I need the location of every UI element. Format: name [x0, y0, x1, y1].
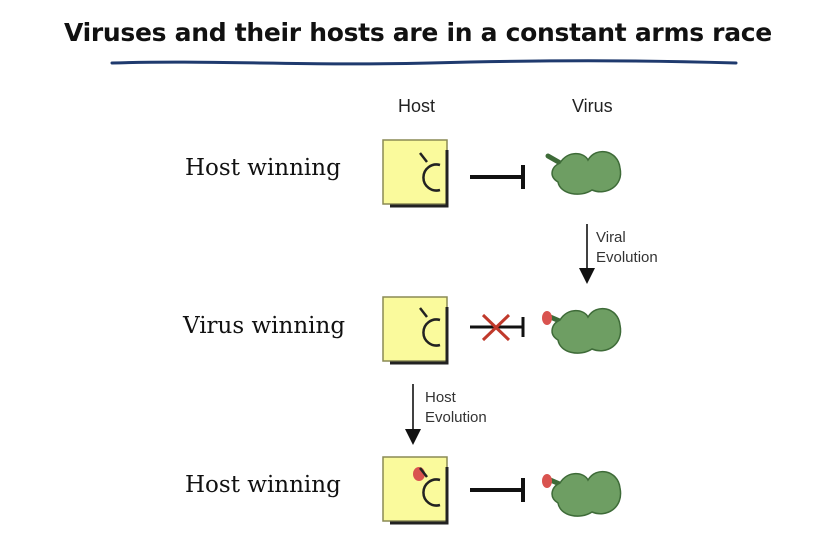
title-underline: [110, 59, 738, 66]
row-3-inhibition-arrow: [470, 478, 525, 502]
row-1-virus: [545, 150, 622, 195]
viral-evolution-line1: Viral: [596, 229, 626, 246]
page-title: Viruses and their hosts are in a constan…: [64, 18, 772, 47]
row-2-label: Virus winning: [183, 313, 346, 339]
row-2-host-cell: [382, 296, 449, 365]
row-2-failed-inhibition: [470, 313, 525, 342]
column-label-virus: Virus: [572, 96, 613, 116]
cross-icon: [481, 313, 511, 342]
row-1-host-receptor: [419, 152, 441, 192]
row-3-virus-mutation: [542, 474, 552, 488]
row-1-host-cell: [382, 139, 449, 208]
row-3-host-receptor: [413, 467, 441, 507]
row-2-virus-mutation: [542, 311, 552, 325]
host-evolution-line1: Host: [425, 389, 456, 406]
row-1-label: Host winning: [185, 155, 341, 181]
row-3-virus: [542, 470, 622, 517]
viral-evolution-line2: Evolution: [596, 249, 658, 266]
viral-evolution-label: Viral Evolution: [596, 228, 658, 268]
row-3-label: Host winning: [185, 472, 341, 498]
row-1-inhibition-arrow: [470, 165, 525, 189]
column-label-host: Host: [398, 96, 436, 116]
host-evolution-line2: Evolution: [425, 409, 487, 426]
row-2-host-receptor: [419, 307, 441, 347]
host-evolution-label: Host Evolution: [425, 388, 487, 428]
row-3-host-cell: [382, 456, 449, 525]
row-2-virus: [542, 307, 622, 354]
